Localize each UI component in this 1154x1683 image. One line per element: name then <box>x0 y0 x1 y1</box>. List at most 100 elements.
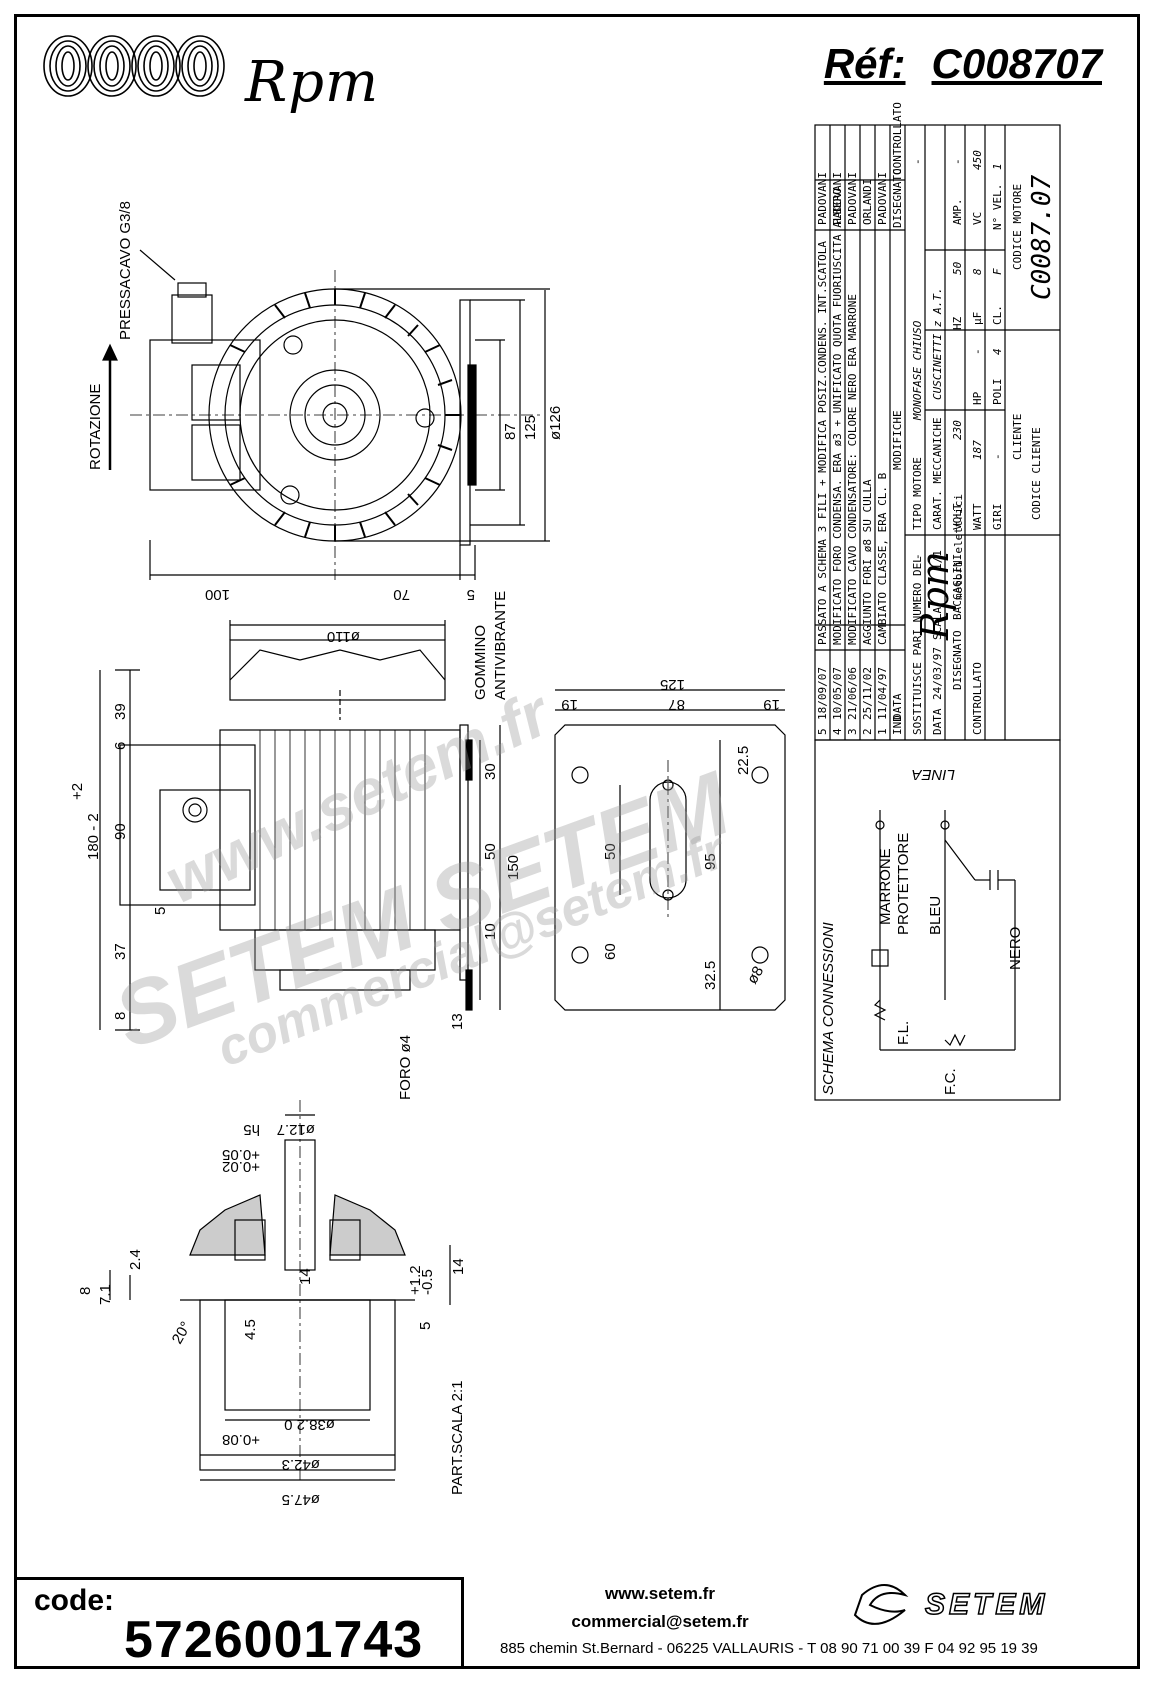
rev-3-text: MODIFICATO CAVO CONDENSATORE: COLORE NER… <box>846 294 859 645</box>
dim-8: 8 <box>112 1012 129 1020</box>
dim-detail-5: 5 <box>417 1322 434 1330</box>
dim-125: 125 <box>522 415 539 440</box>
dim-side-5: 5 <box>152 907 169 915</box>
dim-base-19a: 19 <box>561 696 578 713</box>
tb-sost-value: - <box>911 553 924 560</box>
dim-6: 6 <box>112 742 129 750</box>
reference-number: Réf: C008707 <box>824 40 1102 88</box>
dim-h5: h5 <box>243 1121 260 1138</box>
dim-14b: 14 <box>450 1258 467 1275</box>
dim-plus002: +0.02 <box>222 1158 260 1175</box>
tb-watt-label: WATT <box>971 503 984 530</box>
shaft-detail <box>109 1100 451 1481</box>
rev-5-ind: 5 <box>816 728 829 735</box>
tb-amp-value: - <box>951 158 964 165</box>
part-scala-label: PART.SCALA 2:1 <box>449 1380 466 1495</box>
dim-base-95: 95 <box>702 853 719 870</box>
foro-label: FORO ø4 <box>397 1035 414 1100</box>
gommino-label: GOMMINO <box>472 625 489 700</box>
tb-codice-motore-value: C0087.07 <box>1027 174 1057 300</box>
dim-42-3: ø42.3 <box>282 1456 320 1473</box>
rev-5-by: PADOVANI <box>816 172 829 225</box>
dim-plus005: +0.05 <box>222 1146 260 1163</box>
dim-base-50: 50 <box>602 843 619 860</box>
hdr-data: DATA <box>891 693 904 720</box>
dim-13: 13 <box>449 1013 466 1030</box>
hdr-disegnato: DISEGNATO <box>891 168 904 228</box>
tb-disegnato-label: DISEGNATO <box>951 630 964 690</box>
code-value: 5726001743 <box>124 1611 424 1669</box>
rev-3-ind: 3 <box>846 728 859 735</box>
tb-cl-label: CL. <box>991 305 1004 325</box>
tb-hz-value: 50 <box>951 261 964 275</box>
tb-scala-label: SCALA <box>931 607 944 640</box>
tb-volt-label: VOLT <box>951 503 964 530</box>
setem-swoosh-icon: SETEM <box>853 1584 1048 1625</box>
dim-base-32-5: 32.5 <box>702 961 719 990</box>
dim-plus008: +0.08 <box>222 1431 260 1448</box>
ref-value: C008707 <box>931 40 1102 87</box>
dim-100: 100 <box>205 586 230 603</box>
tb-dash-a: - <box>911 158 924 165</box>
setem-brand-text: SETEM <box>925 1588 1048 1621</box>
dim-minus0-5: -0.5 <box>419 1269 436 1295</box>
tb-cl-value: F <box>991 268 1004 275</box>
side-view <box>99 620 501 1031</box>
dim-110: ø110 <box>327 628 360 645</box>
coil-logo-icon <box>43 35 225 97</box>
fc-label: F.C. <box>942 1068 959 1095</box>
rev-2-data: 25/11/02 <box>861 667 874 720</box>
tb-scala-value: 1/1 <box>931 550 944 570</box>
rev-4-data: 10/05/07 <box>831 667 844 720</box>
rev-4-text: MODIFICATO FORO CONDENSA. ERA ø3 + UNIFI… <box>831 188 844 645</box>
footer-address: 885 chemin St.Bernard - 06225 VALLAURIS … <box>500 1640 1038 1657</box>
tb-data-label: DATA <box>931 708 944 735</box>
rev-1-data: 11/04/97 <box>876 667 889 720</box>
tb-vc-value: 450 <box>971 150 984 170</box>
tb-giri-value: - <box>991 453 1004 460</box>
tb-amp-label: AMP. <box>951 199 964 226</box>
page-frame <box>14 14 1140 1669</box>
tb-tipo-label: TIPO MOTORE <box>911 457 924 530</box>
dim-base-125: 125 <box>660 676 685 693</box>
dim-70: 70 <box>393 586 410 603</box>
dim-12-7: ø12.7 <box>277 1121 315 1138</box>
website-link[interactable]: www.setem.fr <box>605 1584 715 1603</box>
hdr-ind: IND <box>891 715 904 735</box>
tb-cliente-label: CLIENTE <box>1011 414 1024 460</box>
tb-tipo-value: MONOFASE CHIUSO <box>911 320 924 421</box>
rev-2-by: ORLANDI <box>861 179 874 225</box>
dim-30: 30 <box>482 763 499 780</box>
tb-volt-value: 230 <box>951 420 964 440</box>
rev-1-text: CAMBIATO CLASSE, ERA CL. B <box>876 472 889 645</box>
tb-uf-value: 8 <box>971 268 984 275</box>
dim-2-4: 2.4 <box>127 1249 144 1270</box>
tb-hp-label: HP <box>971 391 984 405</box>
marrone-label: MARRONE <box>877 848 894 925</box>
front-view <box>102 249 550 580</box>
rotazione-label: ROTAZIONE <box>87 384 104 470</box>
code-label: code: <box>34 1584 115 1617</box>
email-link[interactable]: commercial@setem.fr <box>571 1612 749 1631</box>
ref-label: Réf: <box>823 40 906 87</box>
dim-10: 10 <box>482 923 499 940</box>
tb-hp-value: - <box>971 348 984 355</box>
tb-vc-label: VC <box>971 212 984 225</box>
dim-base-19b: 19 <box>763 696 780 713</box>
tb-carat-label: CARAT. MECCANICHE <box>931 417 944 530</box>
rpm-logo: Rpm <box>40 28 378 115</box>
tb-nvel-label: N° VEL. <box>991 184 1004 230</box>
title-block-grid <box>814 124 1061 741</box>
dim-50: 50 <box>482 843 499 860</box>
tb-carat-value: CUSCINETTI z A.T. <box>931 287 944 400</box>
tb-codice-motore-label: CODICE MOTORE <box>1011 184 1024 270</box>
dim-126: ø126 <box>547 406 564 440</box>
rev-2-ind: 2 <box>861 728 874 735</box>
dim-plus1-2: +1.2 <box>407 1265 424 1295</box>
linea-label: LINEA <box>912 766 955 783</box>
dim-14a: 14 <box>297 1268 314 1285</box>
tb-controllato-label: CONTROLLATO <box>971 662 984 735</box>
tb-giri-label: GIRI <box>991 504 1004 531</box>
dim-37: 37 <box>112 943 129 960</box>
